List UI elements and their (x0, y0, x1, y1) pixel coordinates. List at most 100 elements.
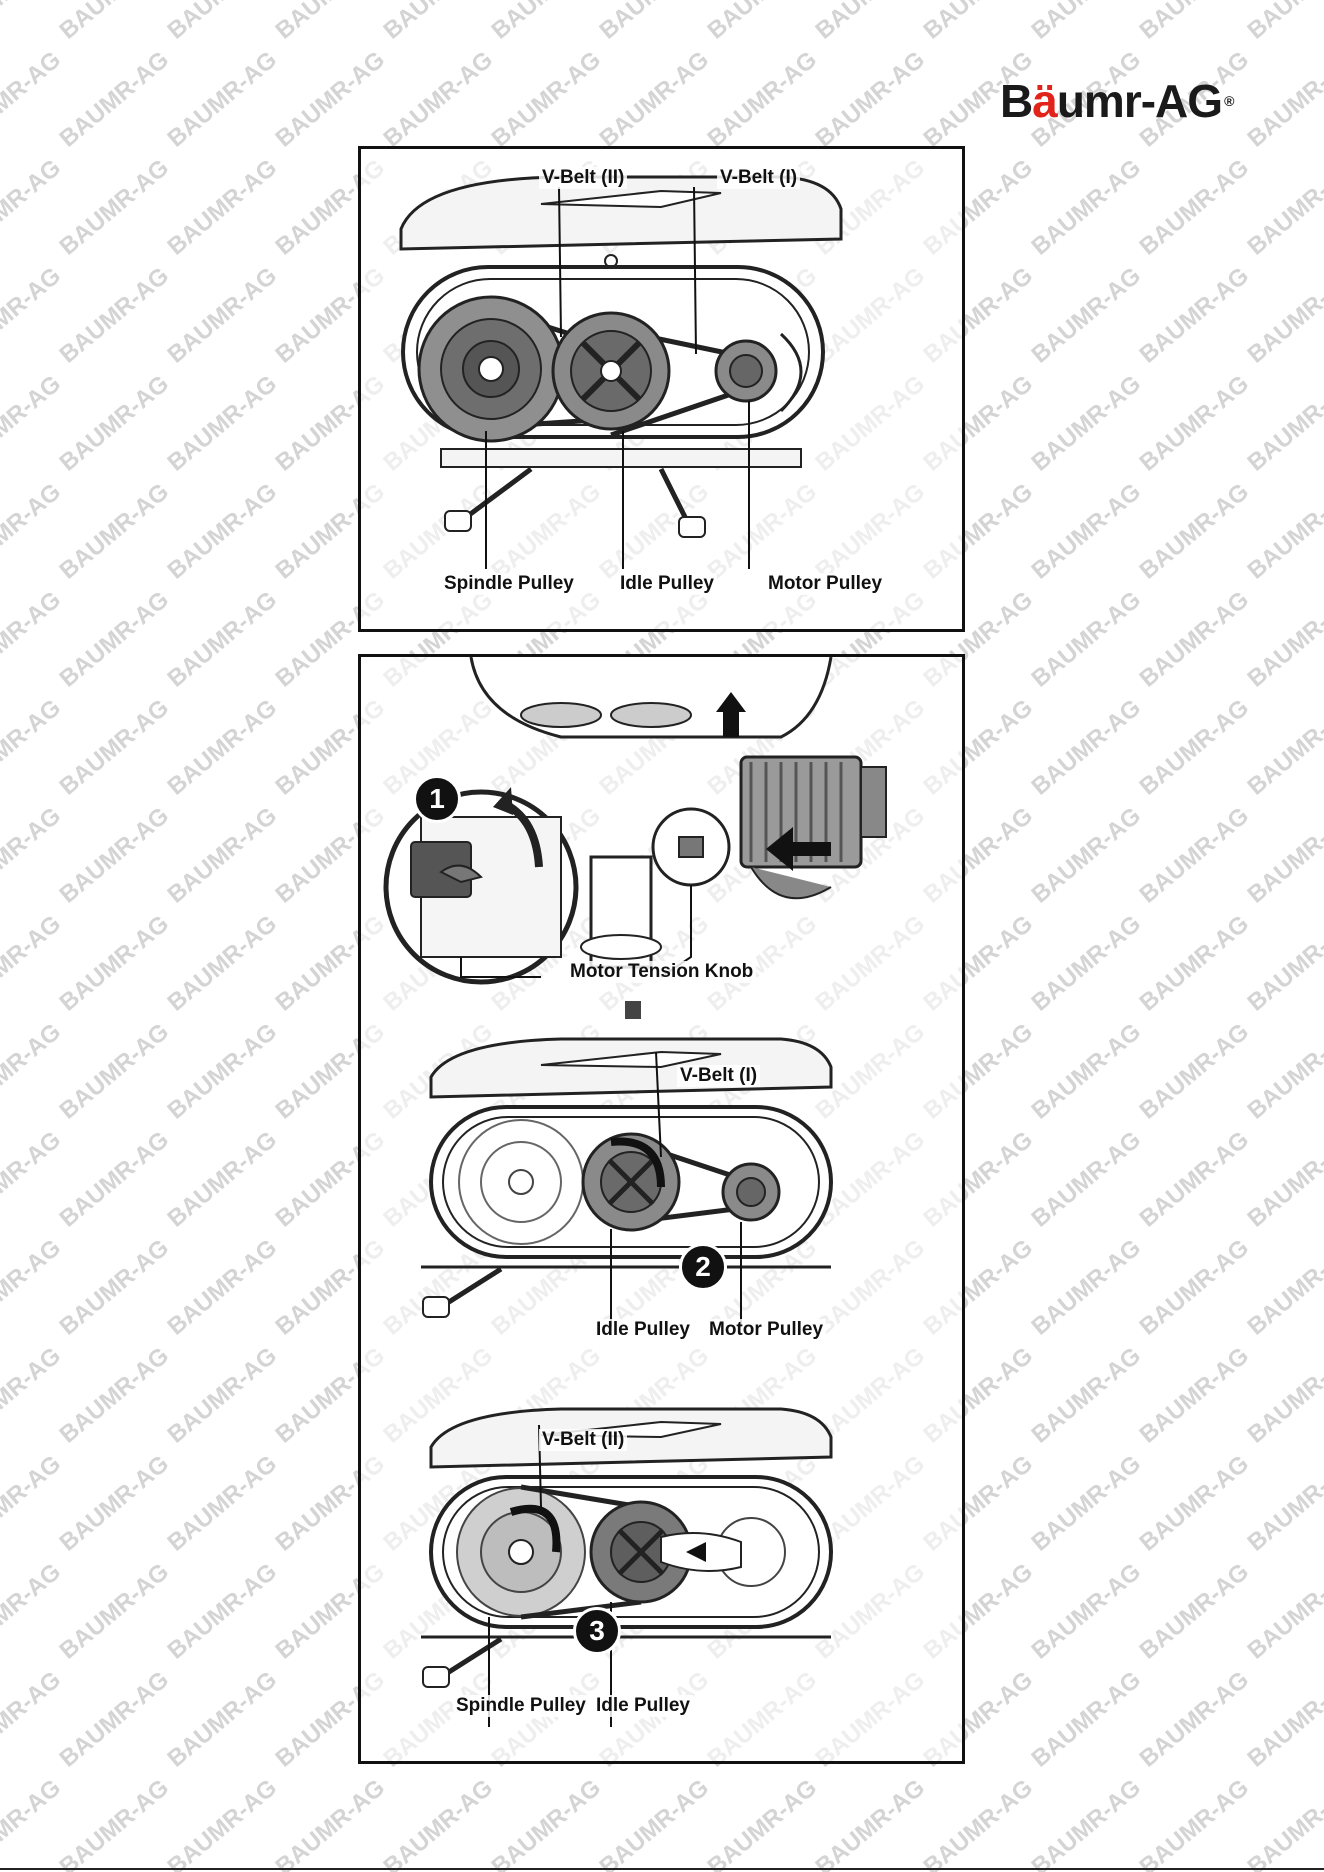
watermark-text: BAUMR-AG (1243, 1450, 1324, 1556)
label-v-belt-2: V-Belt (II) (539, 167, 628, 189)
watermark-text: BAUMR-AG (1027, 586, 1146, 692)
watermark-text: BAUMR-AG (0, 1558, 66, 1664)
watermark-text: BAUMR-AG (163, 1342, 282, 1448)
watermark-text: BAUMR-AG (163, 1666, 282, 1772)
watermark-text: BAUMR-AG (1135, 1774, 1254, 1872)
bottom-rule (0, 1868, 1324, 1870)
watermark-text: BAUMR-AG (1027, 1234, 1146, 1340)
watermark-text: BAUMR-AG (1135, 1234, 1254, 1340)
watermark-text: BAUMR-AG (1027, 1018, 1146, 1124)
watermark-text: BAUMR-AG (379, 1774, 498, 1872)
watermark-text: BAUMR-AG (1027, 694, 1146, 800)
watermark-text: BAUMR-AG (1243, 46, 1324, 152)
watermark-text: BAUMR-AG (163, 478, 282, 584)
watermark-text: BAUMR-AG (55, 1018, 174, 1124)
watermark-text: BAUMR-AG (55, 586, 174, 692)
label-step2-idle-pulley: Idle Pulley (593, 1319, 693, 1341)
watermark-text: BAUMR-AG (163, 1126, 282, 1232)
watermark-text: BAUMR-AG (1243, 694, 1324, 800)
watermark-text: BAUMR-AG (811, 0, 930, 45)
watermark-text: BAUMR-AG (55, 1234, 174, 1340)
watermark-text: BAUMR-AG (0, 1342, 66, 1448)
label-step2-motor-pulley: Motor Pulley (706, 1319, 827, 1341)
watermark-text: BAUMR-AG (163, 262, 282, 368)
watermark-text: BAUMR-AG (163, 1774, 282, 1872)
watermark-text: BAUMR-AG (1027, 478, 1146, 584)
watermark-text: BAUMR-AG (1027, 1558, 1146, 1664)
watermark-text: BAUMR-AG (0, 910, 66, 1016)
belt-change-steps-panel: 1 Motor Tension Knob V-Belt (I) 2 Idle P… (358, 654, 965, 1764)
watermark-text: BAUMR-AG (0, 0, 66, 45)
watermark-text: BAUMR-AG (271, 46, 390, 152)
watermark-text: BAUMR-AG (487, 1774, 606, 1872)
watermark-text: BAUMR-AG (1135, 154, 1254, 260)
watermark-text: BAUMR-AG (163, 46, 282, 152)
watermark-text: BAUMR-AG (487, 0, 606, 45)
belt-overview-illustration (399, 175, 843, 569)
watermark-text: BAUMR-AG (55, 1774, 174, 1872)
watermark-text: BAUMR-AG (1243, 1774, 1324, 1872)
watermark-text: BAUMR-AG (1243, 0, 1324, 45)
watermark-text: BAUMR-AG (55, 478, 174, 584)
watermark-text: BAUMR-AG (163, 370, 282, 476)
watermark-text: BAUMR-AG (703, 46, 822, 152)
watermark-text: BAUMR-AG (1243, 262, 1324, 368)
step-3-badge: 3 (573, 1607, 621, 1655)
watermark-text: BAUMR-AG (163, 1558, 282, 1664)
label-v-belt-1: V-Belt (I) (717, 167, 801, 189)
watermark-text: BAUMR-AG (1243, 1126, 1324, 1232)
watermark-text: BAUMR-AG (703, 0, 822, 45)
watermark-text: BAUMR-AG (163, 0, 282, 45)
watermark-text: BAUMR-AG (1243, 1018, 1324, 1124)
watermark-text: BAUMR-AG (55, 1666, 174, 1772)
watermark-text: BAUMR-AG (1243, 1342, 1324, 1448)
watermark-text: BAUMR-AG (1243, 1234, 1324, 1340)
watermark-text: BAUMR-AG (0, 802, 66, 908)
watermark-text: BAUMR-AG (0, 370, 66, 476)
watermark-text: BAUMR-AG (55, 262, 174, 368)
watermark-text: BAUMR-AG (0, 262, 66, 368)
watermark-text: BAUMR-AG (1243, 910, 1324, 1016)
watermark-text: BAUMR-AG (1135, 1342, 1254, 1448)
watermark-text: BAUMR-AG (1135, 0, 1254, 45)
step-1-badge: 1 (413, 775, 461, 823)
watermark-text: BAUMR-AG (1027, 370, 1146, 476)
watermark-text: BAUMR-AG (1027, 910, 1146, 1016)
watermark-text: BAUMR-AG (55, 910, 174, 1016)
watermark-text: BAUMR-AG (163, 802, 282, 908)
watermark-text: BAUMR-AG (379, 46, 498, 152)
watermark-text: BAUMR-AG (163, 910, 282, 1016)
watermark-text: BAUMR-AG (163, 694, 282, 800)
label-idle-pulley: Idle Pulley (617, 573, 717, 595)
watermark-text: BAUMR-AG (1027, 1774, 1146, 1872)
belt-overview-panel: V-Belt (II) V-Belt (I) Spindle Pulley Id… (358, 146, 965, 632)
watermark-text: BAUMR-AG (1135, 586, 1254, 692)
watermark-text: BAUMR-AG (595, 0, 714, 45)
watermark-text: BAUMR-AG (55, 46, 174, 152)
watermark-text: BAUMR-AG (1135, 1666, 1254, 1772)
watermark-text: BAUMR-AG (0, 1774, 66, 1872)
watermark-text: BAUMR-AG (55, 370, 174, 476)
watermark-text: BAUMR-AG (1027, 154, 1146, 260)
watermark-text: BAUMR-AG (0, 694, 66, 800)
watermark-text: BAUMR-AG (1243, 1558, 1324, 1664)
watermark-text: BAUMR-AG (1135, 694, 1254, 800)
watermark-text: BAUMR-AG (919, 0, 1038, 45)
watermark-text: BAUMR-AG (163, 586, 282, 692)
watermark-text: BAUMR-AG (0, 1126, 66, 1232)
baumr-ag-logo: Bäumr-AG® (1000, 75, 1234, 127)
watermark-text: BAUMR-AG (163, 1450, 282, 1556)
watermark-text: BAUMR-AG (595, 46, 714, 152)
watermark-text: BAUMR-AG (0, 1018, 66, 1124)
label-motor-tension-knob: Motor Tension Knob (567, 961, 757, 983)
belt-change-illustration (383, 657, 887, 1727)
watermark-text: BAUMR-AG (1135, 1450, 1254, 1556)
watermark-text: BAUMR-AG (163, 1018, 282, 1124)
watermark-text: BAUMR-AG (703, 1774, 822, 1872)
watermark-text: BAUMR-AG (1243, 370, 1324, 476)
watermark-text: BAUMR-AG (1135, 370, 1254, 476)
watermark-text: BAUMR-AG (271, 1774, 390, 1872)
label-motor-pulley: Motor Pulley (765, 573, 886, 595)
watermark-text: BAUMR-AG (163, 154, 282, 260)
watermark-text: BAUMR-AG (0, 46, 66, 152)
